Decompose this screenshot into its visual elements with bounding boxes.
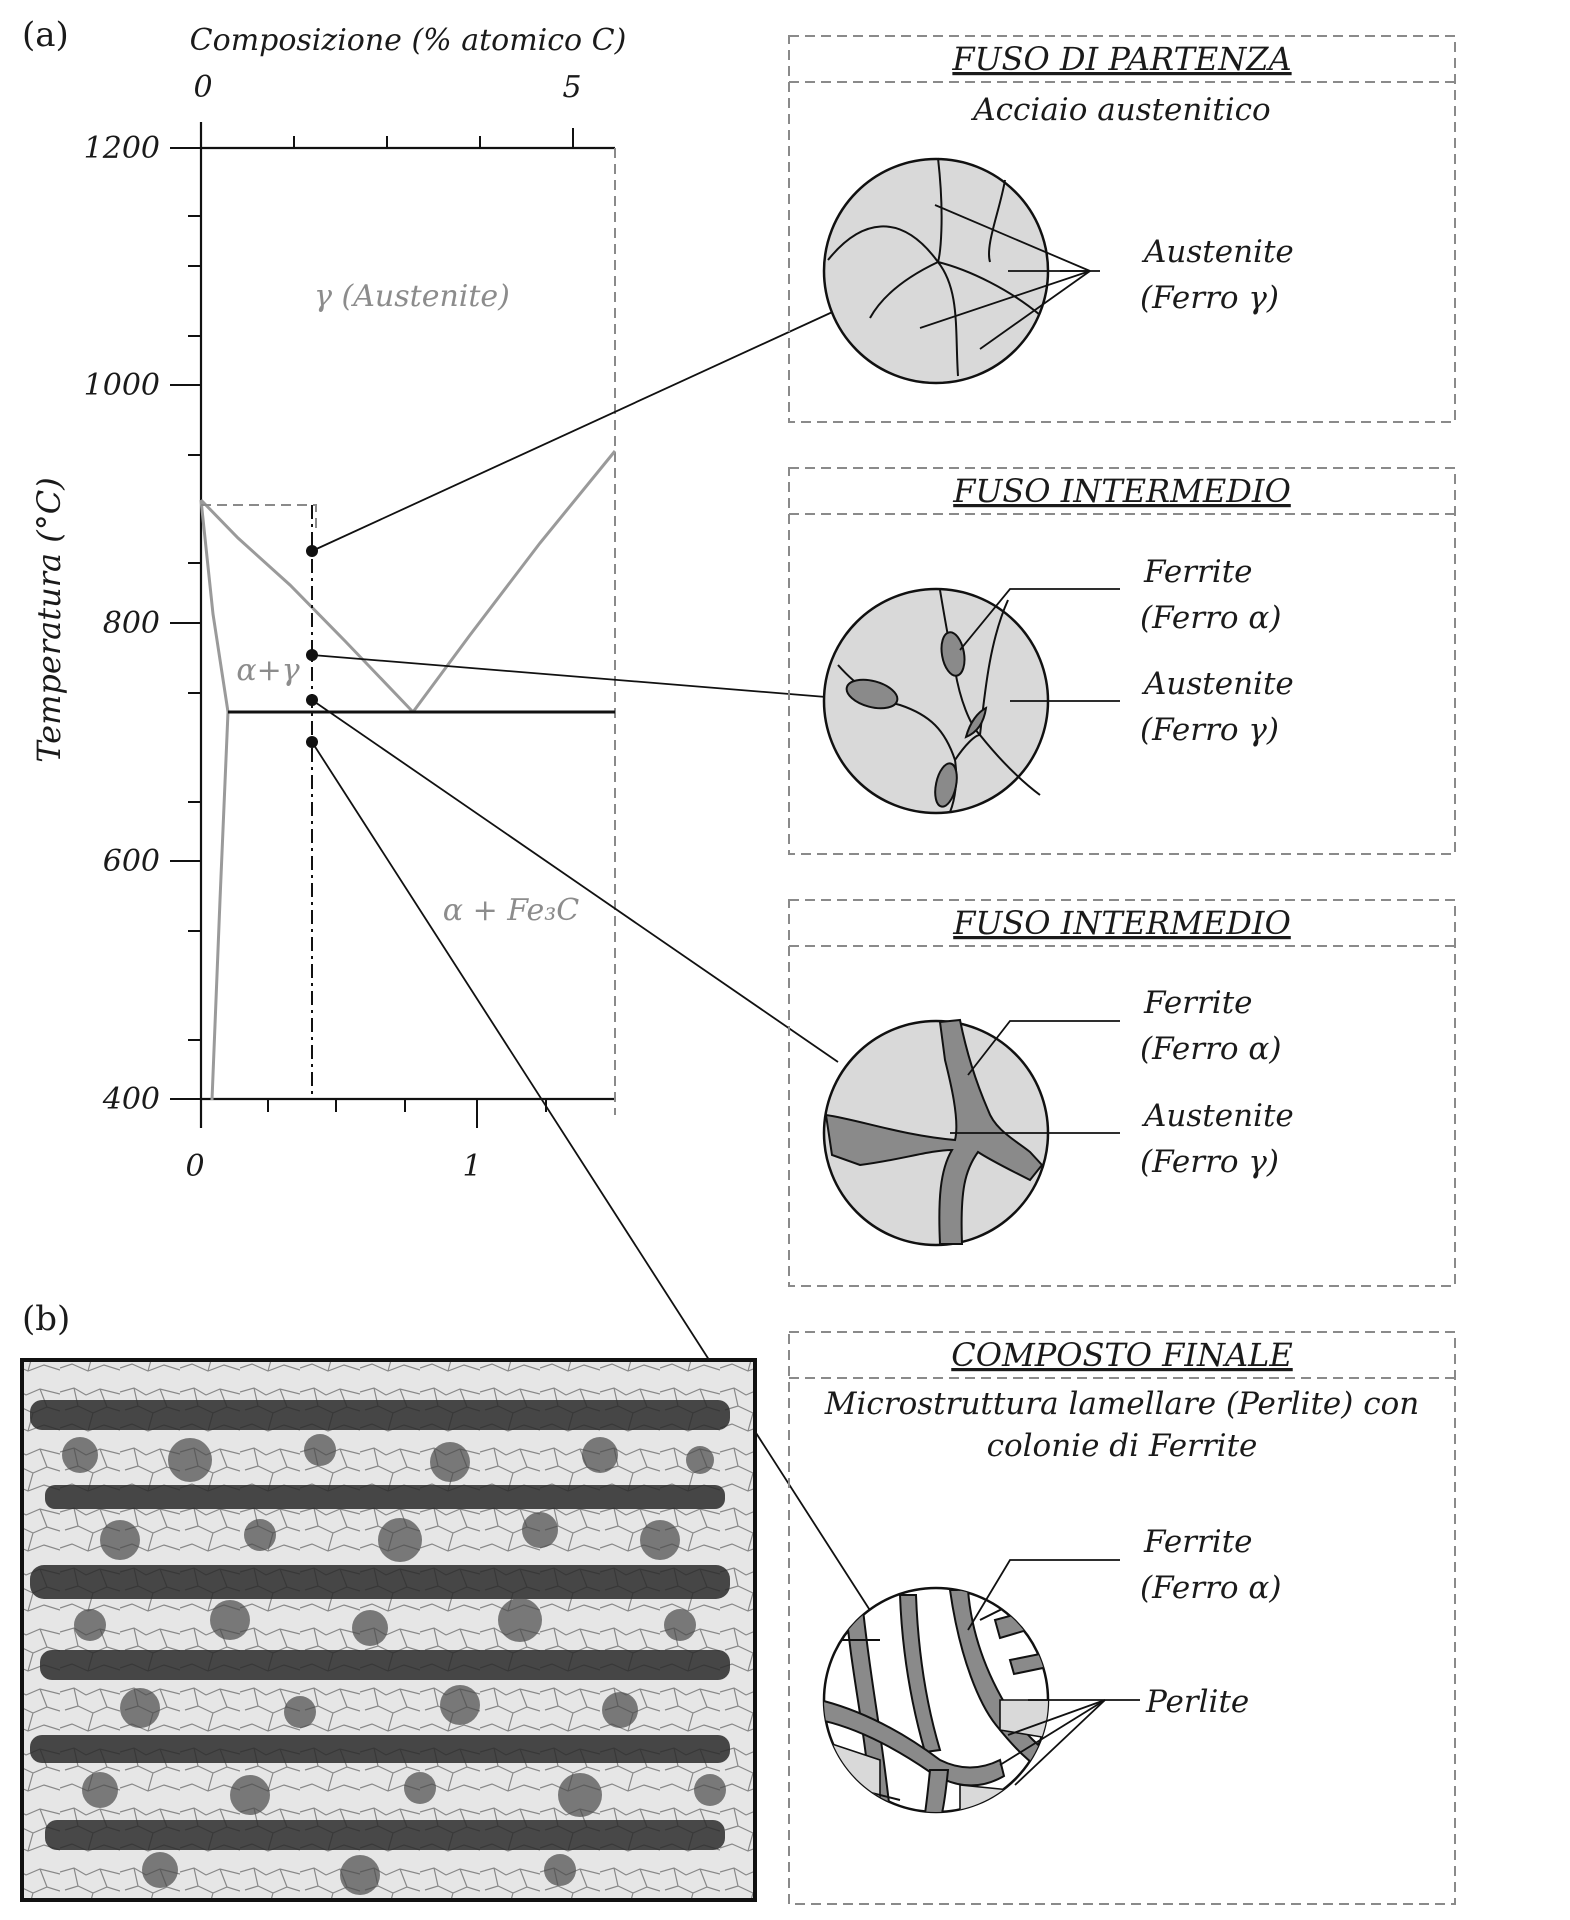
stage-1-subtitle: Acciaio austenitico <box>970 92 1270 128</box>
stage-4-header: COMPOSTO FINALE <box>951 1336 1292 1374</box>
stage-4-subtitle-line2: colonie di Ferrite <box>987 1428 1258 1464</box>
stage-1-leaders <box>919 204 1100 350</box>
stage-3-label-ferrite-sub: (Ferro α) <box>1140 1031 1281 1067</box>
panel-b-tag: (b) <box>22 1299 70 1339</box>
stage-2-leaders <box>959 588 1120 702</box>
phase-boundaries <box>199 450 617 1101</box>
stage-4-frame <box>788 1331 1456 1905</box>
stage-2-frame <box>788 467 1456 855</box>
stage-4-label-ferrite: Ferrite <box>1143 1524 1253 1560</box>
y-axis-ticks <box>170 147 201 1100</box>
stage-4-label-perlite: Perlite <box>1145 1684 1249 1720</box>
stage-4-label-ferrite-sub: (Ferro α) <box>1140 1570 1281 1606</box>
top-axis-tick-5: 5 <box>562 70 581 105</box>
top-axis-tick-0: 0 <box>193 70 212 105</box>
stage-3-label-austenite: Austenite <box>1141 1098 1294 1134</box>
y-tick-1200: 1200 <box>84 131 160 166</box>
stage-2-label-austenite-sub: (Ferro γ) <box>1140 712 1279 748</box>
stage-4-micrograph <box>822 1586 1050 1814</box>
stage-1-label-austenite: Austenite <box>1141 234 1294 270</box>
stage-3-frame <box>788 899 1456 1287</box>
top-axis-title: Composizione (% atomico C) <box>190 23 627 58</box>
region-alpha-gamma-label: α+γ <box>236 653 299 688</box>
stage-3-label-ferrite: Ferrite <box>1143 985 1253 1021</box>
stage-2-header: FUSO INTERMEDIO <box>952 472 1291 510</box>
bottom-tick-0: 0 <box>185 1149 204 1184</box>
bottom-axis-ticks <box>200 1099 547 1128</box>
y-tick-400: 400 <box>102 1082 160 1117</box>
region-gamma-label: γ (Austenite) <box>314 279 510 314</box>
stage-3-leaders <box>950 1020 1120 1134</box>
stage-3-header: FUSO INTERMEDIO <box>952 904 1291 942</box>
stage-1-micrograph <box>822 157 1050 385</box>
stage-3-micrograph <box>822 1018 1050 1247</box>
bottom-tick-1: 1 <box>462 1149 481 1184</box>
y-tick-600: 600 <box>103 844 160 879</box>
y-tick-1000: 1000 <box>84 368 160 403</box>
connector-lines <box>311 308 874 1616</box>
stage-2-label-ferrite-sub: (Ferro α) <box>1140 600 1281 636</box>
stage-2-label-austenite: Austenite <box>1141 666 1294 702</box>
stage-3-label-austenite-sub: (Ferro γ) <box>1140 1144 1279 1180</box>
stage-2-label-ferrite: Ferrite <box>1143 554 1253 590</box>
stage-2-micrograph <box>822 587 1050 815</box>
stage-1-label-austenite-sub: (Ferro γ) <box>1140 280 1279 316</box>
panel-b-micrograph <box>20 1358 757 1902</box>
y-axis-title: Temperatura (°C) <box>30 477 68 762</box>
stage-1-frame <box>788 35 1456 423</box>
top-axis-ticks <box>200 128 574 148</box>
region-alpha-fe3c-label: α + Fe₃C <box>443 893 579 928</box>
stage-1-header: FUSO DI PARTENZA <box>951 40 1291 78</box>
stage-4-leaders <box>967 1559 1140 1786</box>
stage-4-subtitle-line1: Microstruttura lamellare (Perlite) con <box>824 1386 1419 1422</box>
y-tick-800: 800 <box>103 606 160 641</box>
panel-a-tag: (a) <box>22 15 69 55</box>
